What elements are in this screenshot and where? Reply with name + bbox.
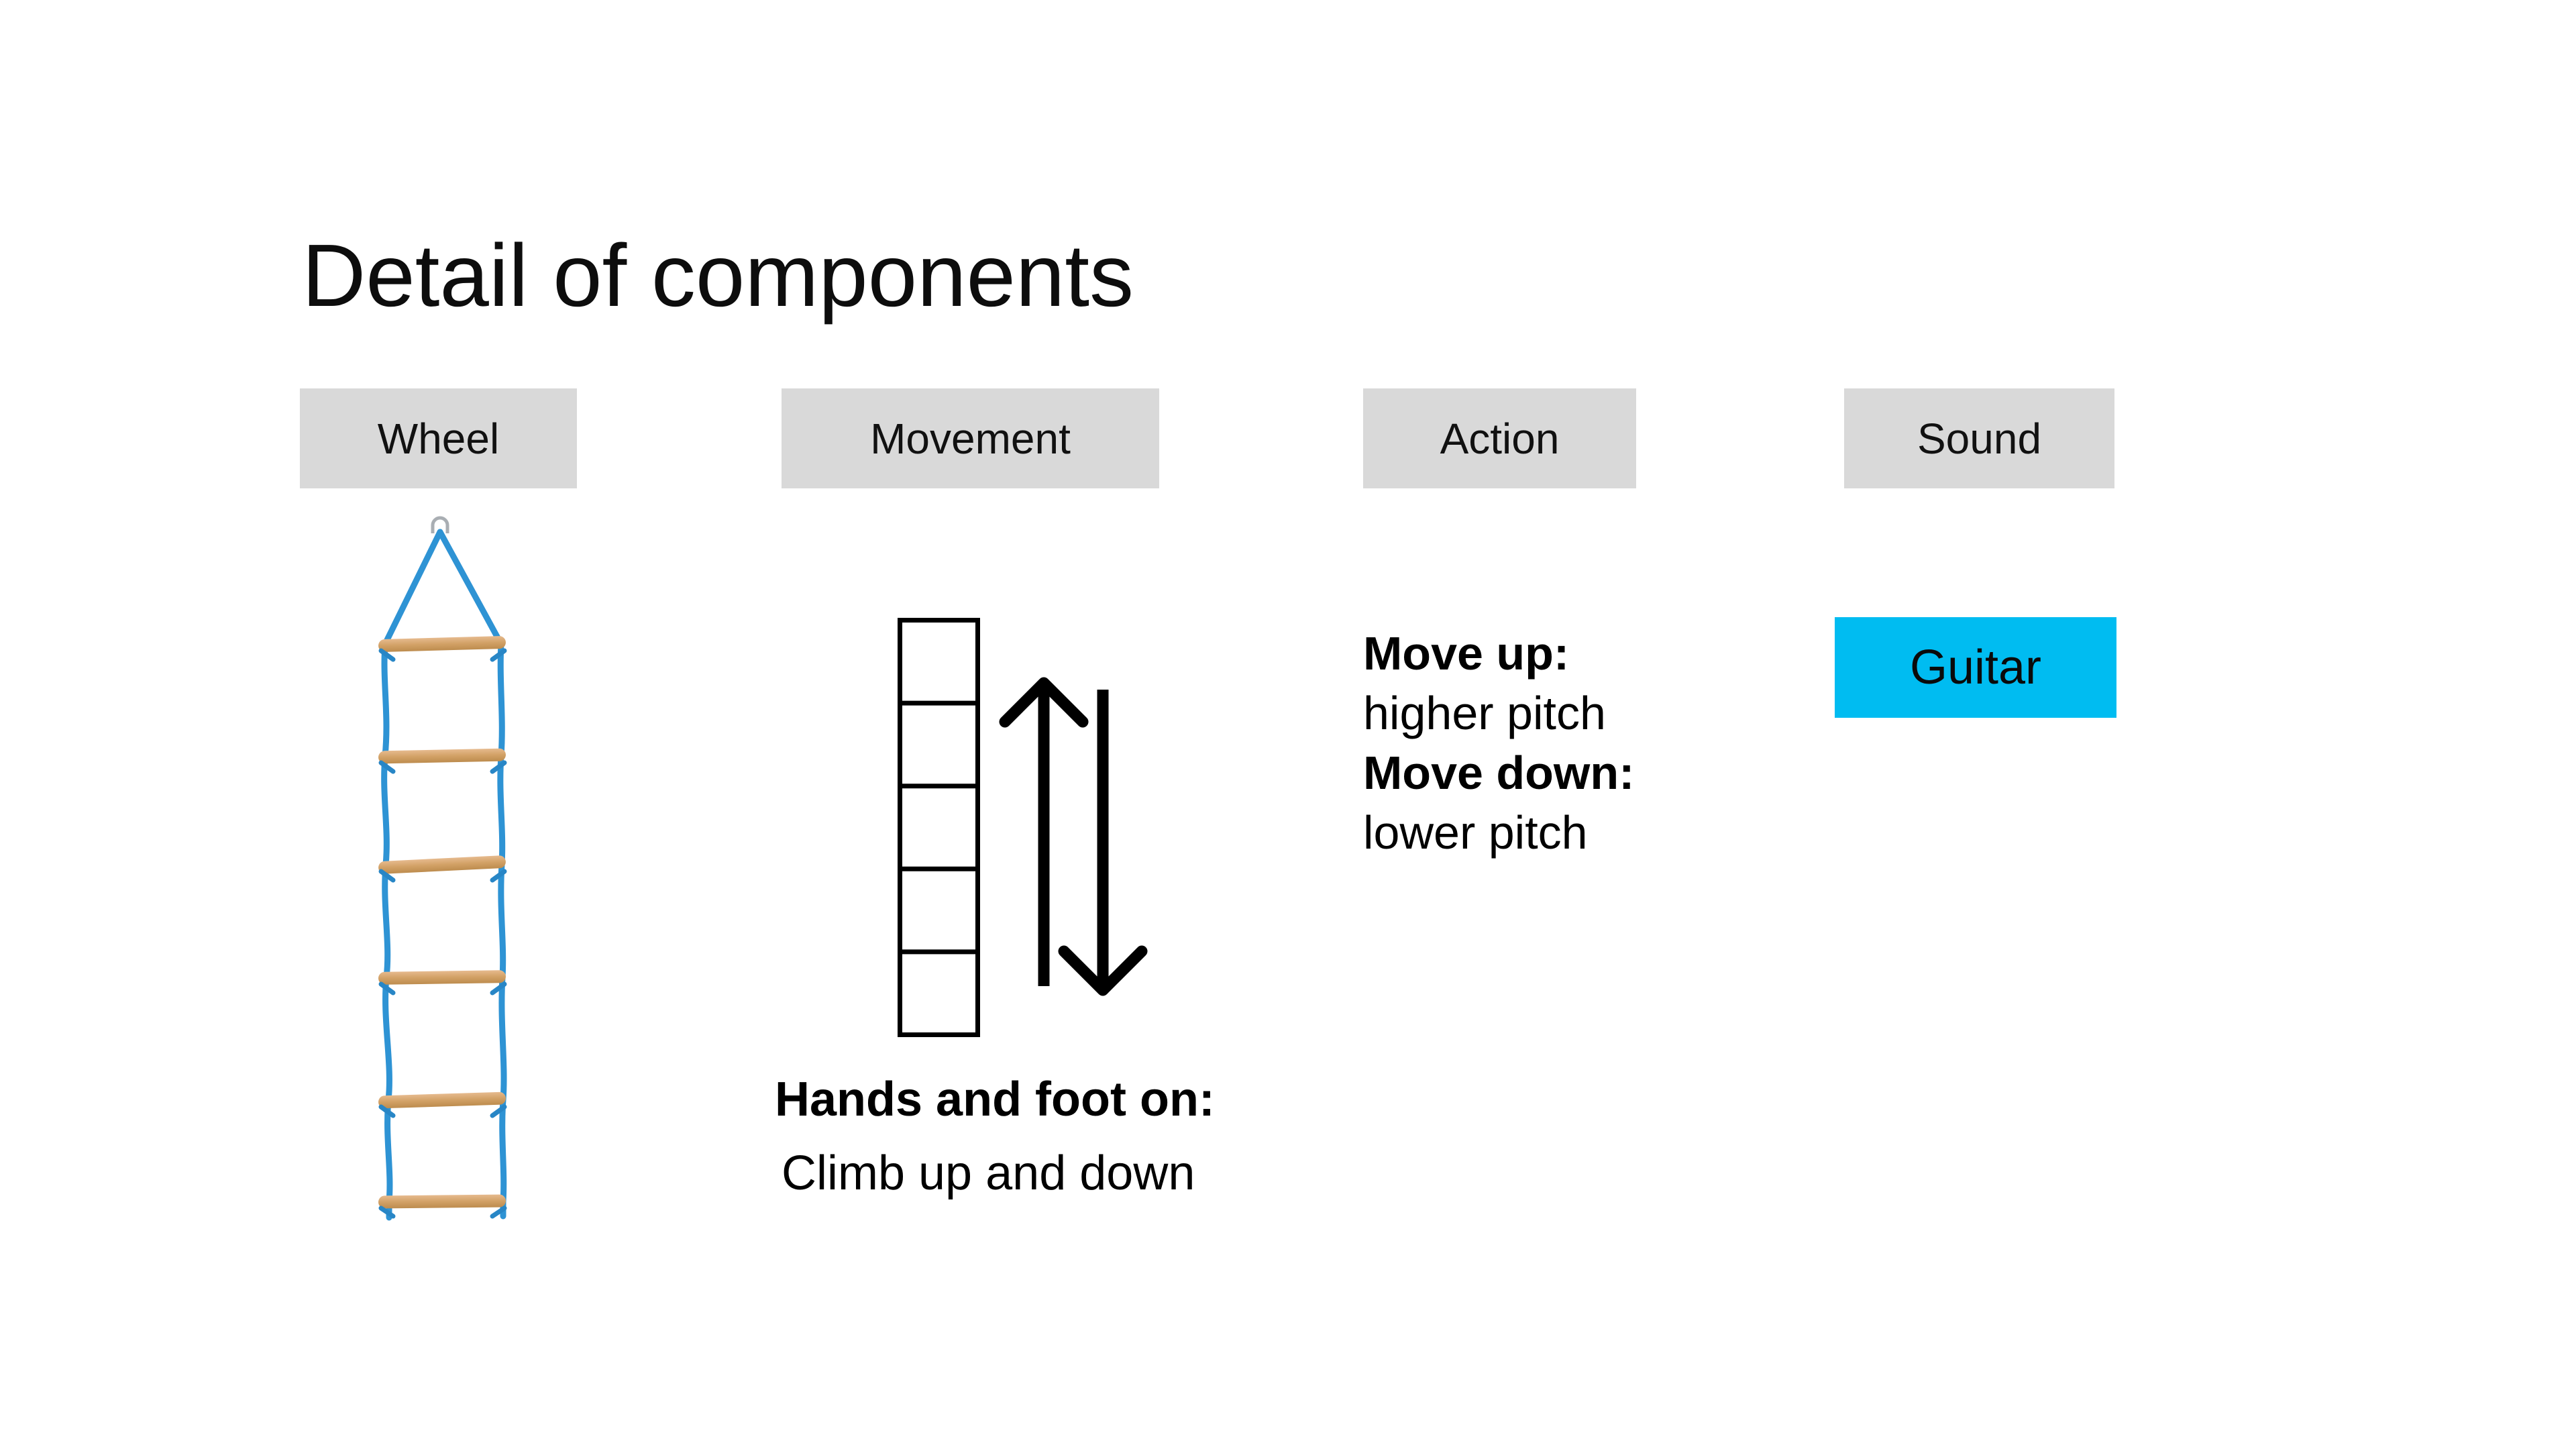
column-header-movement-label: Movement	[870, 414, 1071, 463]
column-header-sound-label: Sound	[1917, 414, 2042, 463]
guitar-button[interactable]: Guitar	[1835, 617, 2116, 718]
column-header-wheel-label: Wheel	[377, 414, 500, 463]
ladder-rung	[378, 1091, 506, 1109]
action-line-higher-pitch: higher pitch	[1363, 687, 1606, 739]
ladder-hook-icon	[431, 516, 449, 533]
action-text-block: Move up: higher pitch Move down: lower p…	[1363, 624, 1634, 863]
ladder-rung	[378, 1194, 506, 1209]
ladder-strip	[898, 618, 980, 1037]
ladder-rungs	[378, 636, 506, 1209]
movement-ladder-diagram	[898, 618, 1148, 1037]
rope-ladder-image	[378, 516, 507, 1221]
column-header-action: Action	[1363, 388, 1636, 488]
down-arrow-icon	[1058, 690, 1148, 996]
action-line-move-up: Move up:	[1363, 627, 1570, 680]
movement-caption: Climb up and down	[782, 1146, 1195, 1200]
ladder-rung	[378, 855, 506, 874]
column-header-movement: Movement	[782, 388, 1159, 488]
ladder-rung	[378, 636, 506, 652]
ladder-rung	[378, 970, 506, 985]
up-arrow-icon	[999, 677, 1089, 986]
action-line-move-down: Move down:	[1363, 747, 1635, 799]
column-header-action-label: Action	[1440, 414, 1560, 463]
movement-caption-bold: Hands and foot on:	[775, 1073, 1215, 1126]
action-line-lower-pitch: lower pitch	[1363, 806, 1588, 859]
column-header-sound: Sound	[1844, 388, 2114, 488]
ladder-rung	[378, 748, 506, 764]
page-title: Detail of components	[302, 226, 1134, 325]
guitar-button-label: Guitar	[1909, 641, 2042, 694]
ladder-knots	[378, 648, 507, 1219]
column-header-wheel: Wheel	[300, 388, 577, 488]
ladder-ropes	[381, 529, 507, 1221]
